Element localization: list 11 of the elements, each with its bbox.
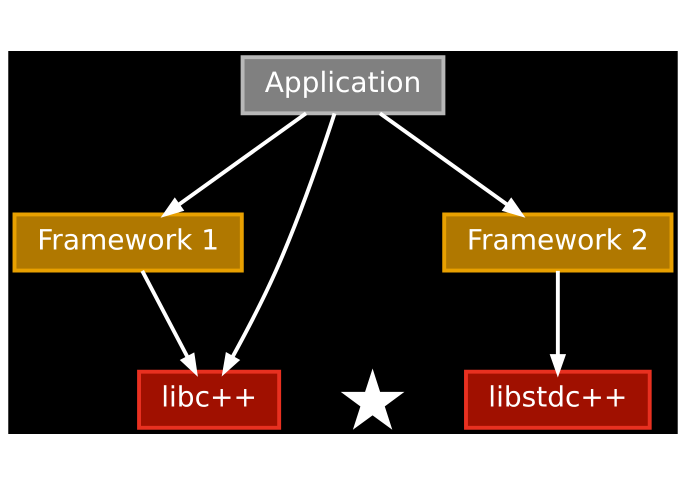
arrow xyxy=(222,112,336,376)
arrow xyxy=(140,270,198,376)
arrow xyxy=(378,111,526,218)
arrow xyxy=(550,270,566,378)
node-box: libc++ xyxy=(137,369,282,430)
node-box: Framework 2 xyxy=(442,212,674,272)
node-box: Framework 1 xyxy=(12,212,244,272)
arrow xyxy=(160,111,308,218)
node-box: Application xyxy=(240,54,446,115)
node-star xyxy=(340,368,404,430)
node-box: libstdc++ xyxy=(464,369,652,430)
